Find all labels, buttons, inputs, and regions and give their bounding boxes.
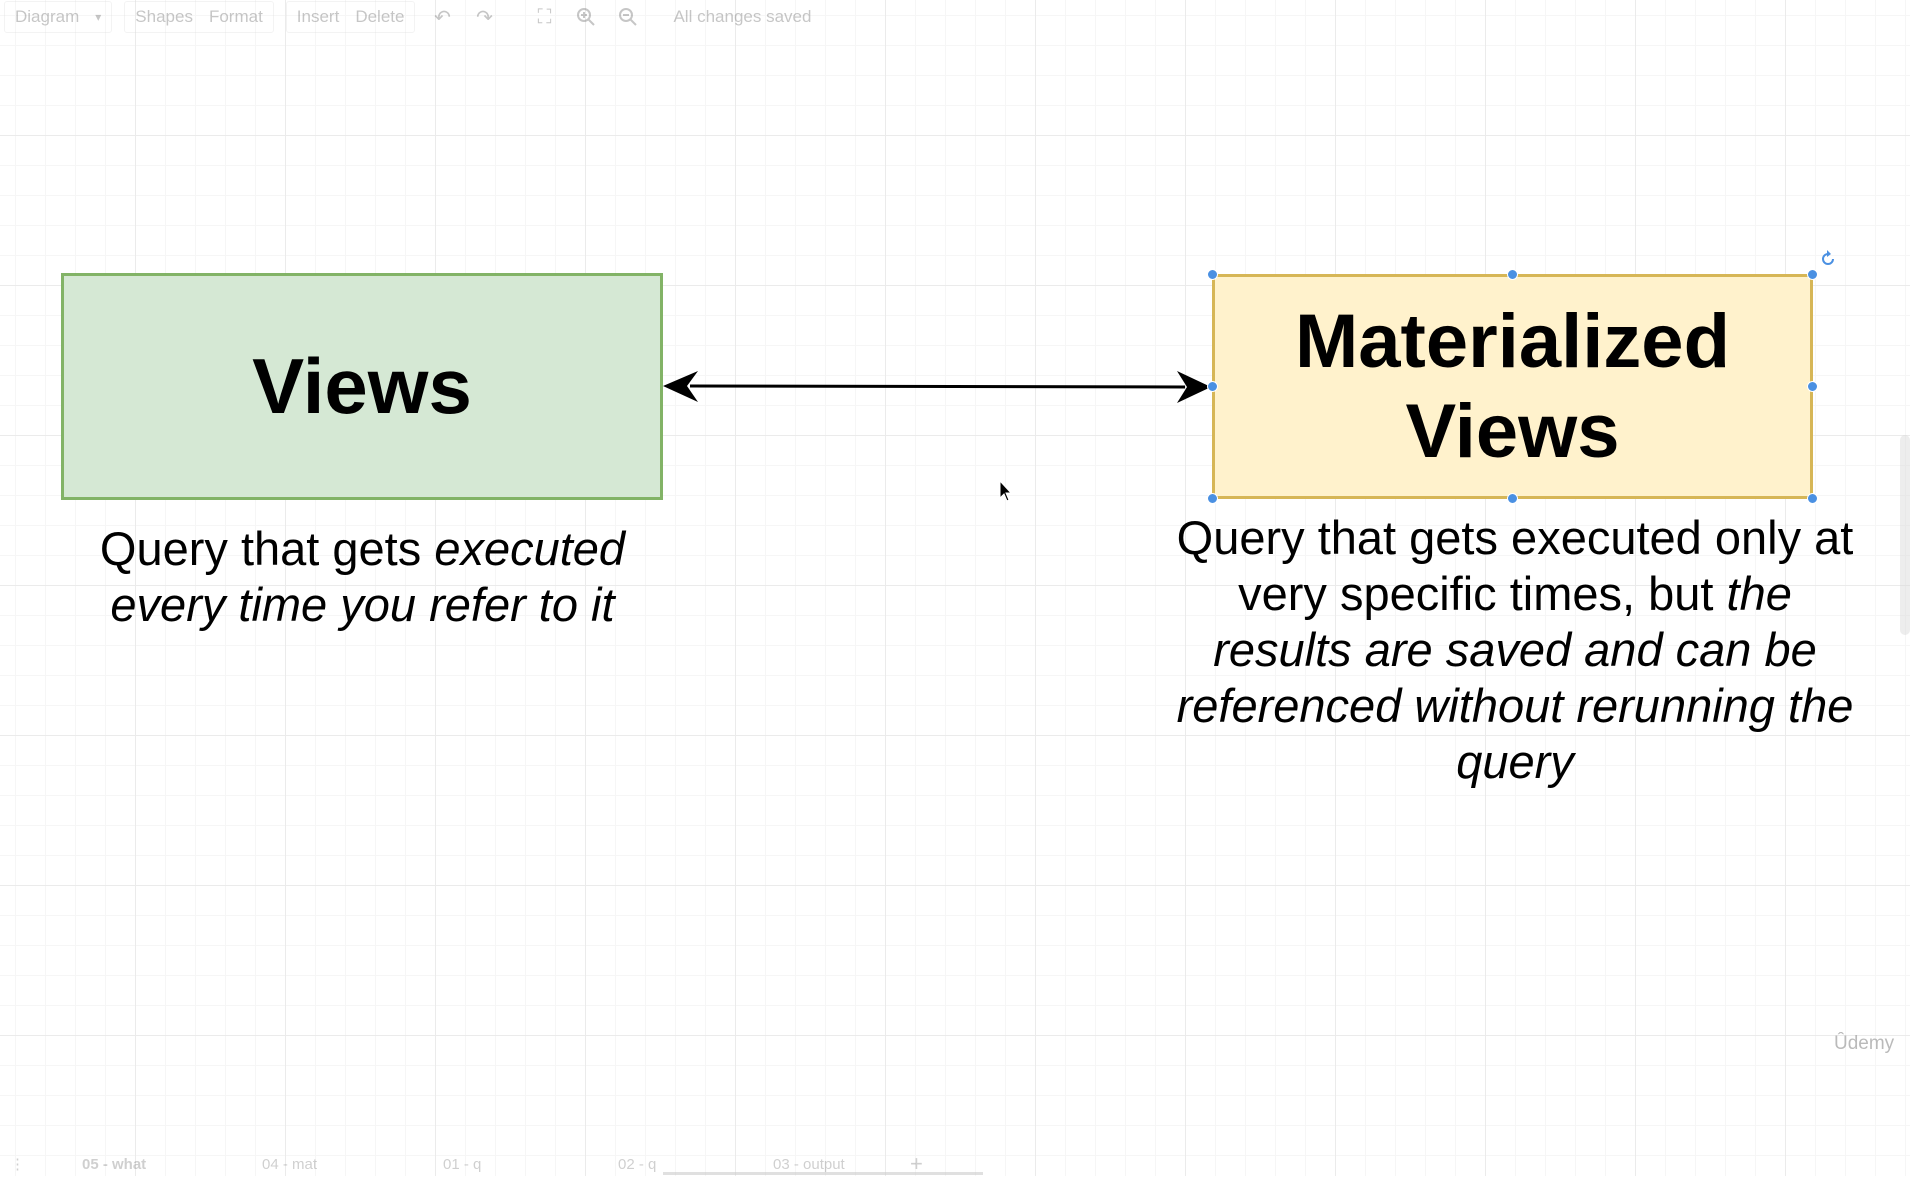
- panels-group: Shapes Format: [124, 1, 274, 33]
- udemy-watermark: Ûdemy: [1834, 1033, 1895, 1054]
- delete-button[interactable]: Delete: [355, 7, 405, 26]
- materialized-views-shape[interactable]: Materialized Views: [1212, 274, 1813, 499]
- zoom-out-icon[interactable]: [613, 2, 643, 32]
- materialized-views-description-plain: Query that gets executed only at very sp…: [1176, 511, 1854, 620]
- rotate-icon[interactable]: [1818, 249, 1838, 269]
- page-tabs: ⋮ 05 - what 04 - mat 01 - q 02 - q 03 - …: [0, 1151, 1910, 1176]
- add-page-button[interactable]: +: [910, 1151, 923, 1176]
- views-description-plain: Query that gets: [99, 522, 435, 575]
- chevron-down-icon: ▾: [95, 10, 102, 24]
- tab-scroll-indicator: [663, 1172, 983, 1175]
- resize-handle-left[interactable]: [1207, 381, 1218, 392]
- diagram-menu-group: Diagram ▾: [4, 1, 113, 33]
- save-status: All changes saved: [673, 7, 812, 26]
- resize-handle-top[interactable]: [1507, 269, 1518, 280]
- resize-handle-right[interactable]: [1807, 381, 1818, 392]
- resize-handle-top-left[interactable]: [1207, 269, 1218, 280]
- page-tab[interactable]: 03 - output: [773, 1155, 845, 1173]
- page-tab[interactable]: 05 - what: [82, 1155, 147, 1173]
- redo-icon[interactable]: ↷: [476, 6, 493, 29]
- resize-handle-top-right[interactable]: [1807, 269, 1818, 280]
- resize-handle-bottom-right[interactable]: [1807, 493, 1818, 504]
- edit-group: Insert Delete: [285, 1, 416, 33]
- diagram-menu[interactable]: Diagram: [15, 7, 80, 26]
- page-tab[interactable]: 02 - q: [618, 1155, 657, 1173]
- toolbar: Diagram ▾ Shapes Format Insert Delete ↶ …: [0, 0, 1910, 34]
- views-description[interactable]: Query that gets executed every time you …: [40, 521, 685, 633]
- materialized-views-description[interactable]: Query that gets executed only at very sp…: [1170, 510, 1860, 790]
- fullscreen-icon[interactable]: ⛶: [537, 5, 552, 28]
- arrow-head-right: [1177, 371, 1211, 403]
- page-tab[interactable]: 04 - mat: [262, 1155, 318, 1173]
- zoom-in-icon[interactable]: [571, 2, 601, 32]
- views-shape[interactable]: Views: [61, 273, 663, 500]
- format-button[interactable]: Format: [208, 7, 263, 26]
- resize-handle-bottom[interactable]: [1507, 493, 1518, 504]
- materialized-views-description-italic: the results are saved and can be referen…: [1176, 567, 1854, 788]
- pages-menu-icon[interactable]: ⋮: [10, 1156, 25, 1173]
- connector-line[interactable]: [689, 384, 1186, 389]
- undo-icon[interactable]: ↶: [434, 6, 451, 29]
- vertical-scrollbar[interactable]: [1900, 435, 1910, 635]
- resize-handle-bottom-left[interactable]: [1207, 493, 1218, 504]
- page-tab[interactable]: 01 - q: [443, 1155, 482, 1173]
- materialized-views-shape-label: Materialized Views: [1294, 298, 1731, 474]
- mouse-cursor-icon: [999, 480, 1013, 502]
- arrow-head-left: [663, 371, 698, 402]
- insert-button[interactable]: Insert: [296, 7, 340, 26]
- views-description-italic: executed every time you refer to it: [110, 522, 626, 631]
- shapes-button[interactable]: Shapes: [135, 7, 193, 26]
- views-shape-label: Views: [252, 342, 472, 430]
